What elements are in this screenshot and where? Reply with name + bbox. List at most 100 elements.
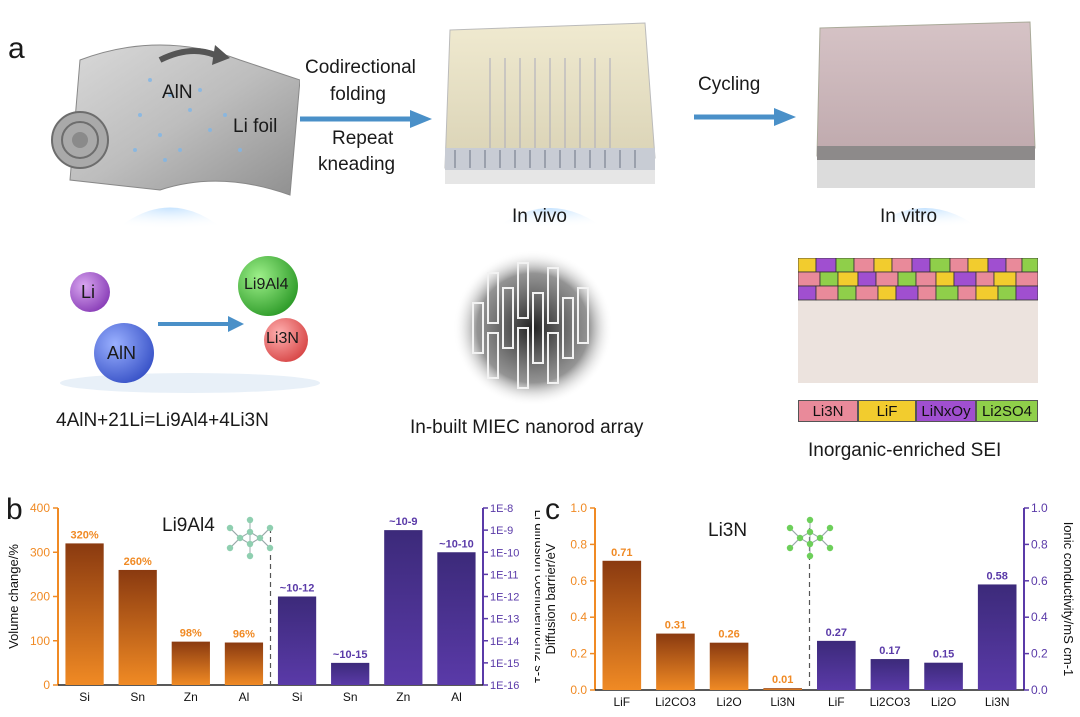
process-kneading: kneading [318,154,396,175]
x-tick-label: Al [451,690,462,704]
right-axis-label: Ionic conductivity/mS cm-1 [1061,522,1076,677]
x-tick-label: Sn [130,690,145,704]
left-tick-label: 200 [30,590,50,604]
x-tick-label: Li2CO3 [870,695,911,709]
x-tick-label: LiF [613,695,630,709]
x-tick-label: Sn [343,690,358,704]
data-label: 0.27 [826,627,847,639]
left-tick-label: 400 [30,501,50,515]
right-tick-label: 1E-12 [490,592,519,604]
li-foil-illustration [51,44,300,235]
right-tick-label: 1E-10 [490,547,519,559]
right-axis-label: Li diffusion coefficient/cm2 s-1 [532,510,540,684]
left-tick-label: 0.4 [570,610,587,624]
bar-right-Sn [331,662,370,685]
x-tick-label: Li2O [931,695,956,709]
data-label: 0.26 [718,629,739,641]
bar-left-Li2O [709,642,749,690]
data-label: 0.71 [611,547,632,559]
legend-li3n: Li3N [798,400,858,422]
process-folding: folding [330,84,386,105]
right-tick-label: 1E-14 [490,636,519,648]
bar-left-Sn [118,569,157,685]
right-tick-label: 1E-9 [490,525,513,537]
data-label: ~10-9 [389,516,417,528]
data-label: 0.01 [772,674,793,686]
panel-b-label: b [6,493,23,526]
bar-left-Al [224,642,264,685]
bar-right-LiF [817,640,856,690]
bar-left-Si [65,543,104,685]
cycling-label: Cycling [698,74,761,95]
x-tick-label: LiF [828,695,845,709]
sphere-li9al4-label: Li9Al4 [244,276,289,293]
left-axis-label: Diffusion barrier/eV [543,543,558,654]
left-axis-label: Volume change/% [6,544,21,649]
sei-cross-section [798,258,1038,383]
right-tick-label: 1E-11 [490,569,519,581]
legend-lif: LiF [858,400,916,422]
sphere-li-label: Li [81,282,96,302]
x-tick-label: Zn [184,690,198,704]
chart-b-compound: Li9Al4 [162,515,215,536]
left-tick-label: 100 [30,634,50,648]
data-label: 98% [180,628,202,640]
reaction-equation: 4AlN+21Li=Li9Al4+4Li3N [56,410,269,431]
sphere-li3n-label: Li3N [266,330,299,347]
process-arrow-1 [300,110,432,128]
in-vivo-block [444,22,656,233]
right-tick-label: 0.2 [1031,647,1048,661]
x-tick-label: Si [292,690,303,704]
in-vitro-block [816,21,1036,233]
x-tick-label: Zn [396,690,410,704]
aln-foil-label: AlN [162,82,193,103]
sphere-aln-label: AlN [107,343,137,363]
x-tick-label: Li2O [716,695,741,709]
right-tick-label: 0.8 [1031,537,1048,551]
x-tick-label: Al [239,690,250,704]
panel-a-label: a [8,32,25,65]
right-tick-label: 1E-8 [490,503,513,515]
left-tick-label: 0.2 [570,647,587,661]
right-tick-label: 1E-16 [490,680,519,692]
right-tick-label: 0.4 [1031,610,1048,624]
bar-right-Li2O [924,662,963,690]
li-foil-label: Li foil [233,116,278,137]
data-label: 96% [233,629,255,641]
x-tick-label: Li3N [985,695,1010,709]
data-label: 0.15 [933,649,954,661]
x-tick-label: Li2CO3 [655,695,696,709]
in-vivo-label: In vivo [512,206,567,227]
process-repeat: Repeat [332,128,394,149]
x-tick-label: Si [79,690,90,704]
process-codirectional: Codirectional [305,57,416,78]
chart-c-compound: Li3N [708,520,748,541]
nanorod-array [453,250,613,406]
data-label: 260% [124,556,152,568]
data-label: 0.58 [986,570,1007,582]
chart-c: 0.00.20.40.60.81.00.00.20.40.60.81.0Diff… [543,501,1076,709]
legend-linxoy: LiNxOy [916,400,976,422]
left-tick-label: 0.0 [570,683,587,697]
right-tick-label: 0.0 [1031,683,1048,697]
data-label: 320% [70,529,98,541]
data-label: ~10-15 [333,649,368,661]
left-tick-label: 0 [43,678,50,692]
left-tick-label: 1.0 [570,501,587,515]
data-label: 0.17 [879,645,900,657]
chart-b: 01002003004001E-161E-151E-141E-131E-121E… [6,501,540,704]
process-arrow-2 [694,108,796,126]
right-tick-label: 1E-15 [490,658,519,670]
data-label: 0.31 [665,620,686,632]
left-tick-label: 0.6 [570,574,587,588]
bar-right-Li2CO3 [870,659,910,690]
right-tick-label: 1E-13 [490,614,519,626]
nanorod-caption: In-built MIEC nanorod array [410,417,644,438]
li9al4-crystal-icon [226,516,274,560]
sei-caption: Inorganic-enriched SEI [808,440,1002,461]
reaction-spheres [60,256,320,393]
data-label: ~10-10 [439,538,474,550]
bar-right-Li3N [977,584,1017,690]
in-vitro-label: In vitro [880,206,938,227]
bar-right-Si [277,596,317,685]
